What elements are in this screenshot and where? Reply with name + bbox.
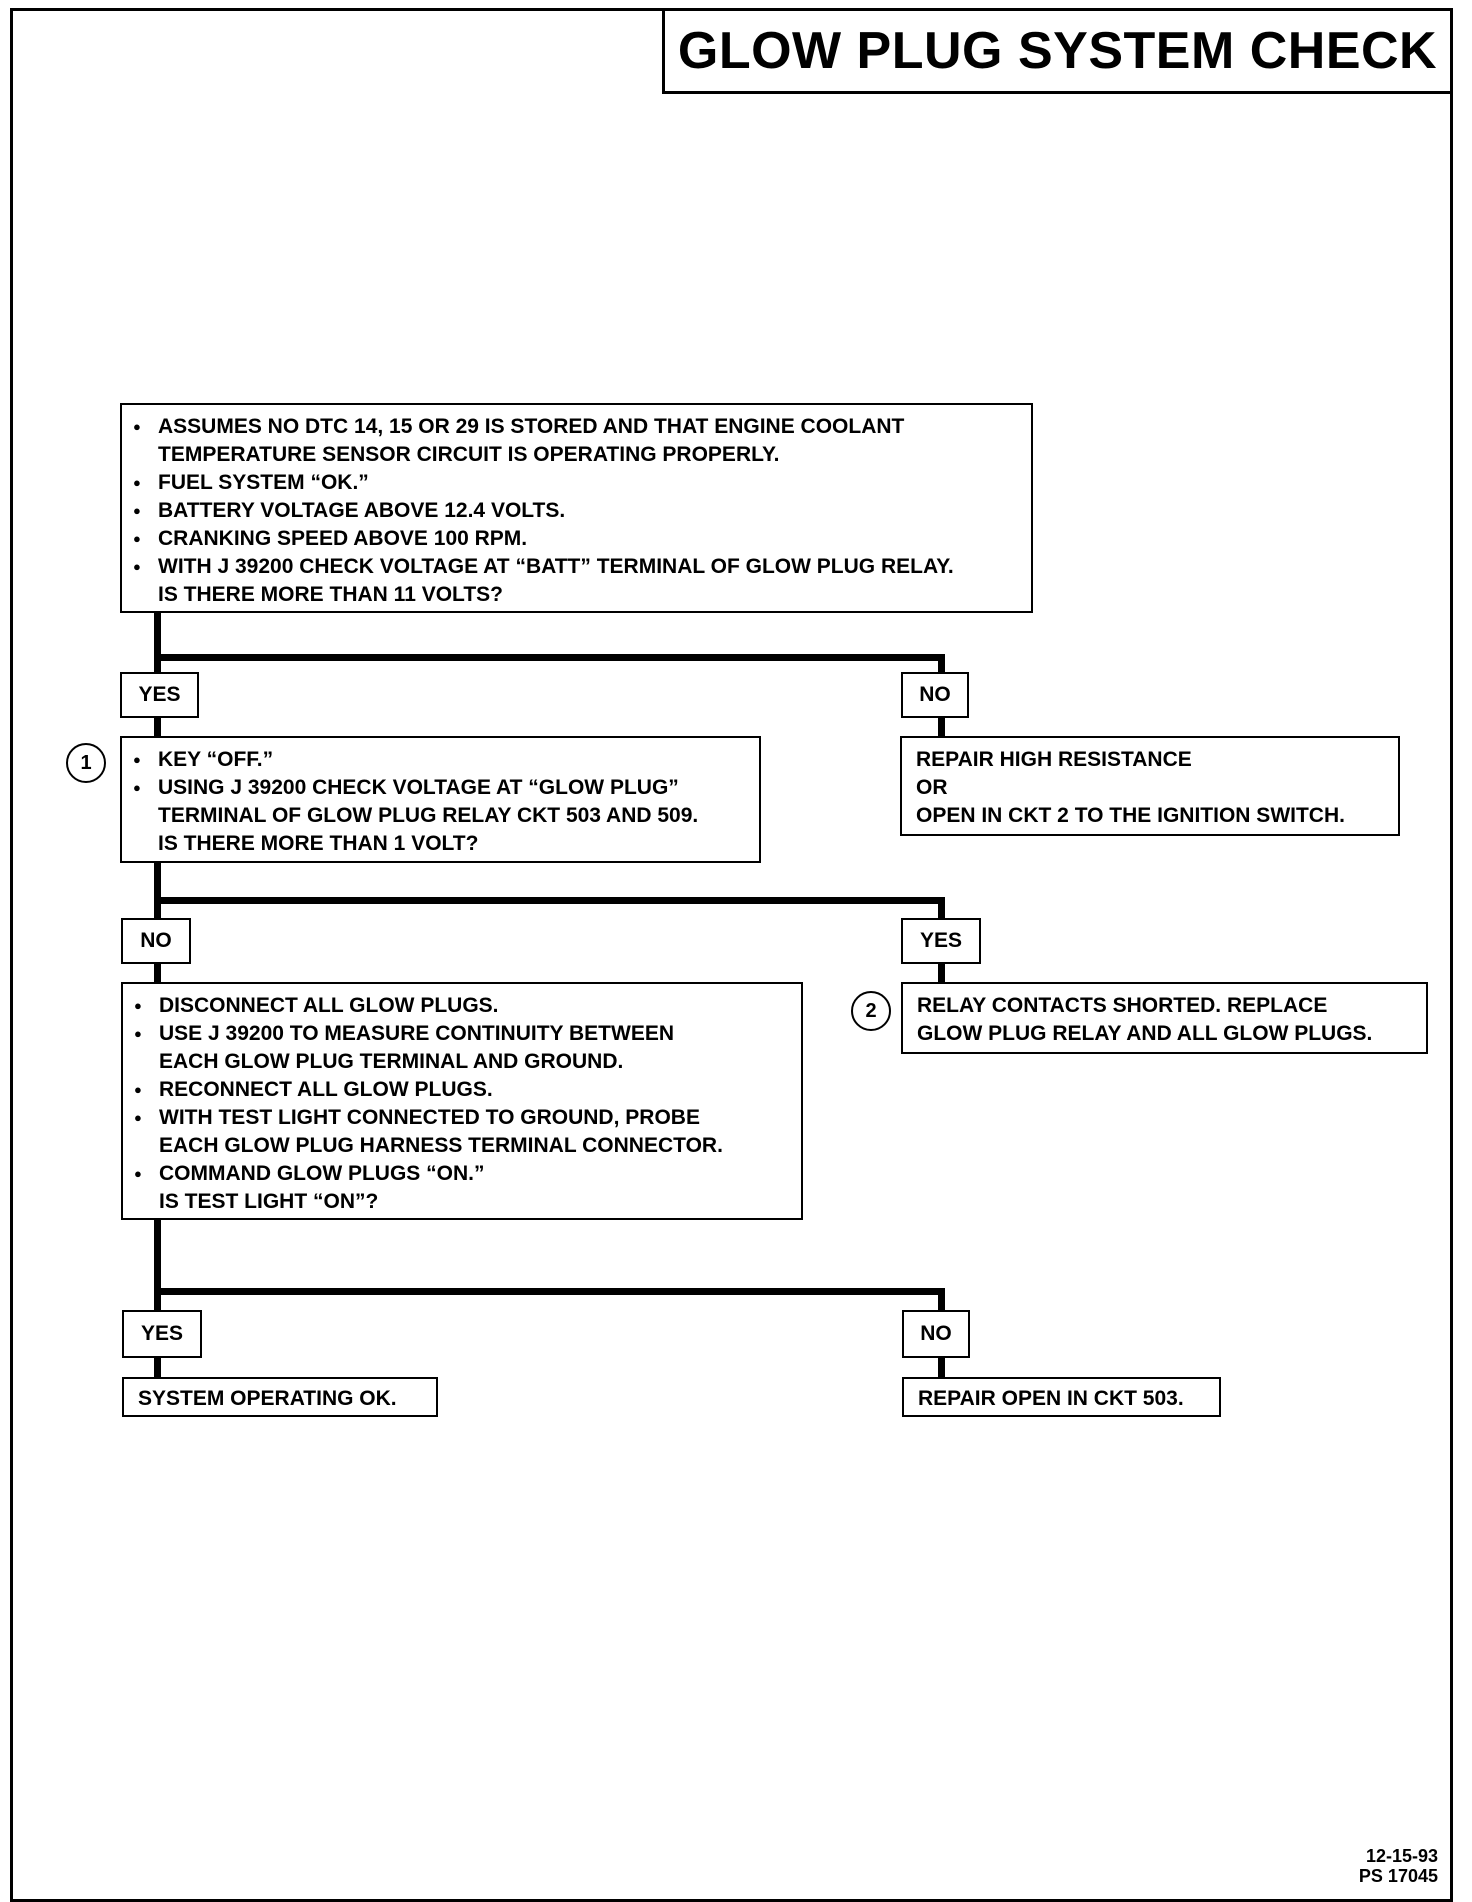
list-item: ASSUMES NO DTC 14, 15 OR 29 IS STORED AN… [122,413,1031,469]
connector [154,962,161,984]
list-item: USE J 39200 TO MEASURE CONTINUITY BETWEE… [123,1020,801,1076]
connector [154,610,161,674]
step3-box: DISCONNECT ALL GLOW PLUGS. USE J 39200 T… [121,982,803,1220]
branch3-no-label: NO [902,1310,970,1358]
connector [154,860,161,920]
branch1-no-label: NO [901,672,969,718]
title-box: GLOW PLUG SYSTEM CHECK [662,8,1453,94]
list-item: DISCONNECT ALL GLOW PLUGS. [123,992,801,1020]
branch2-no-label: NO [121,918,191,964]
list-item: COMMAND GLOW PLUGS “ON.” IS TEST LIGHT “… [123,1160,801,1216]
step-marker-1: 1 [66,743,106,783]
branch1-yes-label: YES [120,672,199,718]
list-item: WITH TEST LIGHT CONNECTED TO GROUND, PRO… [123,1104,801,1160]
result2-yes-box: RELAY CONTACTS SHORTED. REPLACE GLOW PLU… [901,982,1428,1054]
result3-yes-box: SYSTEM OPERATING OK. [122,1377,438,1417]
connector [938,897,945,920]
list-item: USING J 39200 CHECK VOLTAGE AT “GLOW PLU… [122,774,759,858]
list-item: RECONNECT ALL GLOW PLUGS. [123,1076,801,1104]
connector [938,962,945,984]
branch3-yes-label: YES [122,1310,202,1358]
connector [154,654,945,661]
connector [938,1288,945,1310]
connector [938,654,945,674]
list-item: KEY “OFF.” [122,746,759,774]
list-item: CRANKING SPEED ABOVE 100 RPM. [122,525,1031,553]
connector [938,1357,945,1379]
footer: 12-15-93 PS 17045 [1359,1846,1438,1886]
connector [154,1357,161,1379]
list-item: FUEL SYSTEM “OK.” [122,469,1031,497]
page-title: GLOW PLUG SYSTEM CHECK [677,22,1438,80]
result1-no-box: REPAIR HIGH RESISTANCE OR OPEN IN CKT 2 … [900,736,1400,836]
connector [154,1218,161,1310]
step-marker-2: 2 [851,991,891,1031]
connector [154,716,161,738]
branch2-yes-label: YES [901,918,981,964]
step1-box: ASSUMES NO DTC 14, 15 OR 29 IS STORED AN… [120,403,1033,613]
list-item: BATTERY VOLTAGE ABOVE 12.4 VOLTS. [122,497,1031,525]
footer-date: 12-15-93 [1365,1846,1438,1866]
result3-no-box: REPAIR OPEN IN CKT 503. [902,1377,1221,1417]
list-item: WITH J 39200 CHECK VOLTAGE AT “BATT” TER… [122,553,1031,609]
connector [938,716,945,738]
footer-code: PS 17045 [1358,1866,1438,1886]
step2-box: KEY “OFF.” USING J 39200 CHECK VOLTAGE A… [120,736,761,863]
connector [154,897,945,904]
connector [154,1288,945,1295]
page-frame [10,8,1453,1902]
